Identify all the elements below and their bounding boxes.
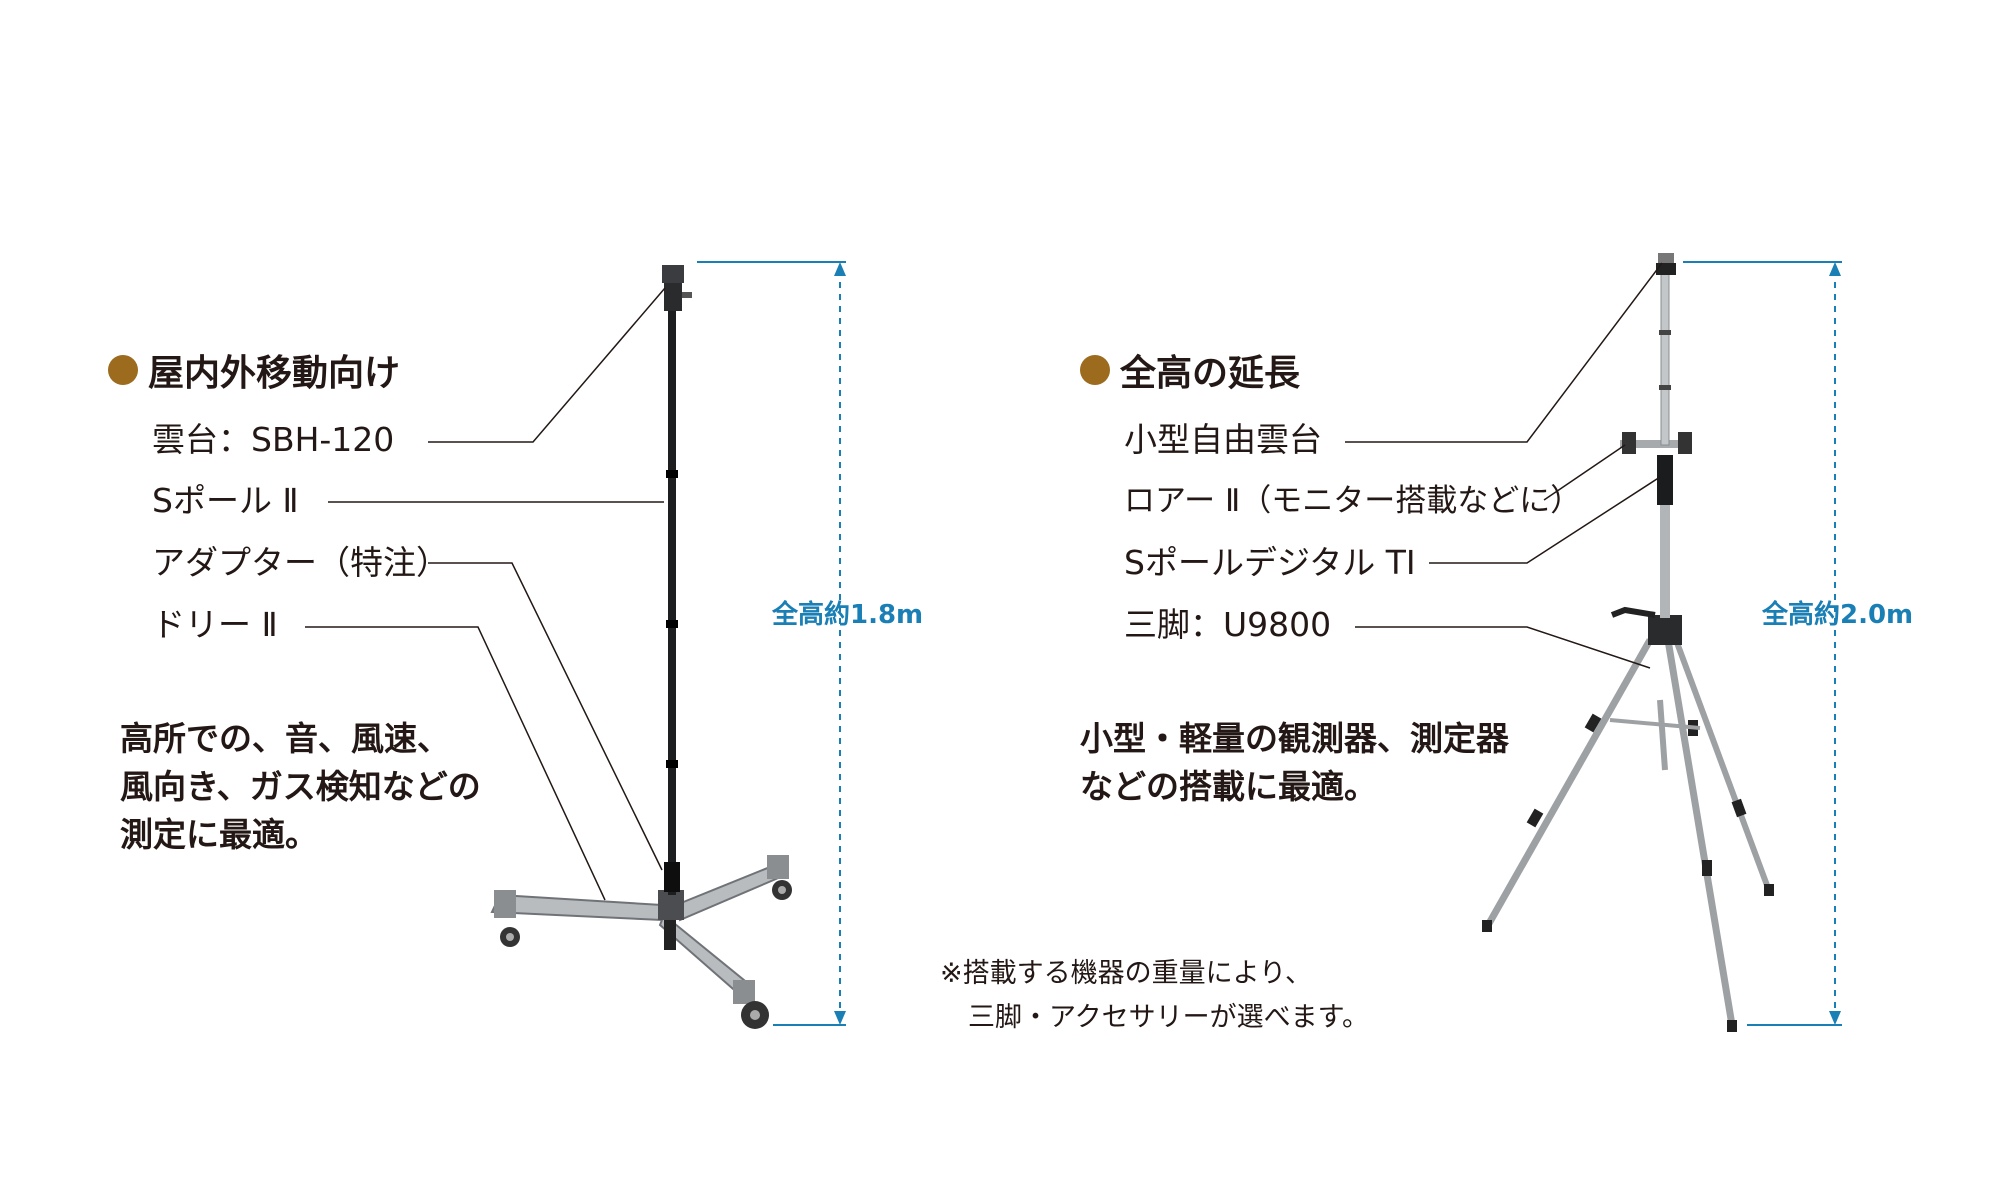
right-height-dimension [1683,261,1842,1026]
right-label-head: 小型自由雲台 [1124,420,1322,459]
right-label-pole: Sポールデジタル TI [1124,543,1416,582]
left-description: 高所での、音、風速、 風向き、ガス検知などの 測定に最適。 [120,715,481,859]
pole-dolly-illustration [490,265,792,1029]
right-description-line: などの搭載に最適。 [1080,767,1377,806]
note-line: 三脚・アクセサリーが選べます。 [968,1002,1369,1033]
right-heading-text: 全高の延長 [1120,353,1301,394]
right-leader-lines [1345,262,1663,669]
left-leader-lines [305,287,666,901]
bullet-icon [108,355,138,385]
tripod-illustration [1482,253,1774,1032]
left-description-line: 風向き、ガス検知などの [120,767,481,806]
left-heading: 屋内外移動向け [108,344,400,396]
right-heading: 全高の延長 [1080,344,1300,396]
right-description-line: 小型・軽量の観測器、測定器 [1080,719,1509,758]
left-height-dimension [697,261,846,1026]
left-label-pole: Sポール Ⅱ [152,481,299,520]
right-label-lower: ロアー Ⅱ（モニター搭載などに） [1124,483,1582,519]
left-label-head: 雲台：SBH-120 [152,420,395,459]
left-label-dolly: ドリー Ⅱ [152,605,278,644]
right-description: 小型・軽量の観測器、測定器 などの搭載に最適。 [1080,715,1509,811]
right-label-tripod: 三脚：U9800 [1124,605,1332,644]
left-label-adapter: アダプター（特注） [152,543,449,582]
left-description-line: 高所での、音、風速、 [120,719,450,758]
left-height-label: 全高約1.8m [772,600,924,630]
right-height-label: 全高約2.0m [1762,600,1914,630]
note: ※搭載する機器の重量により、 三脚・アクセサリーが選べます。 [940,952,1369,1040]
bullet-icon [1080,355,1110,385]
left-description-line: 測定に最適。 [120,815,318,854]
left-heading-text: 屋内外移動向け [148,353,401,394]
note-line: ※搭載する機器の重量により、 [940,958,1313,989]
